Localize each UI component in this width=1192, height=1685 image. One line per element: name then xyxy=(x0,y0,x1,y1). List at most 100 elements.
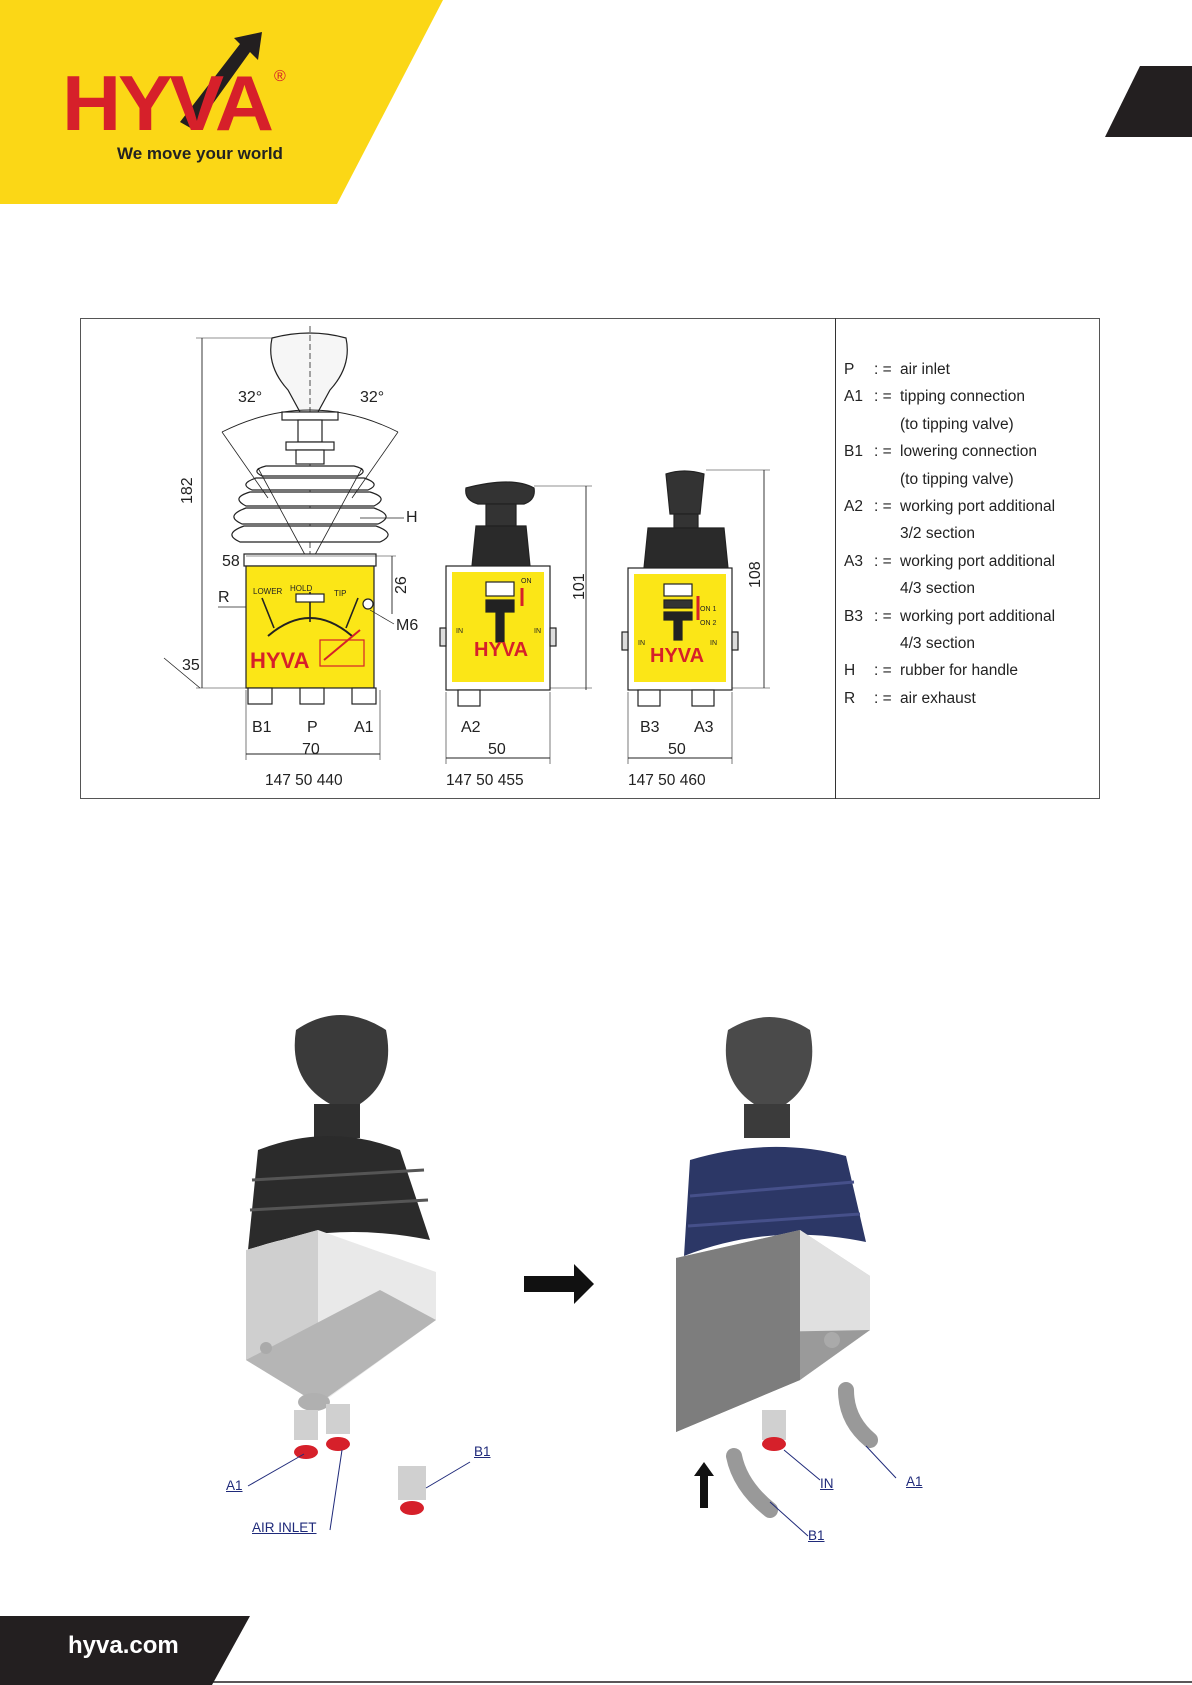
plate-tip-label: TIP xyxy=(334,589,347,598)
plate-in-right-label: IN xyxy=(534,628,541,635)
technical-drawing xyxy=(163,326,770,764)
plate-in-left-label: IN xyxy=(456,628,463,635)
legend-symbol: A3 xyxy=(844,552,863,570)
legend-symbol: B1 xyxy=(844,443,863,461)
legend-text: working port additional xyxy=(900,552,1056,570)
legend-symbol: A1 xyxy=(844,388,863,406)
legend-equals: : = xyxy=(874,443,892,461)
legend-equals: : = xyxy=(874,361,892,378)
angle-left-label: 32° xyxy=(238,389,263,406)
width-70-label: 70 xyxy=(302,741,320,758)
plate-on1-label: ON 1 xyxy=(700,606,717,613)
port-a3-label: A3 xyxy=(694,719,714,736)
legend-text: tipping connection xyxy=(900,388,1025,406)
legend-symbol: H xyxy=(844,662,856,680)
dim-26-label: 26 xyxy=(393,576,410,594)
legend-continuation: 4/3 section xyxy=(900,634,975,652)
legend-row: H : = rubber for handle xyxy=(844,657,1094,684)
callout-m6-label: M6 xyxy=(396,617,419,634)
legend-row: P : = air inlet xyxy=(844,356,1094,383)
photo-label-air-inlet: AIR INLET xyxy=(252,1520,317,1535)
legend-equals: : = xyxy=(874,689,892,707)
legend-row: A1 : = tipping connection xyxy=(844,383,1094,410)
legend-text: rubber for handle xyxy=(900,662,1019,680)
photo-label-a1-left: A1 xyxy=(226,1478,243,1493)
plate-logo-a2: HYVA xyxy=(474,639,529,661)
logo-tagline: We move your world xyxy=(117,144,283,163)
photo-label-in: IN xyxy=(820,1476,834,1491)
width-50-a2-label: 50 xyxy=(488,741,506,758)
header-background xyxy=(0,0,1192,204)
valve-photos xyxy=(246,1015,897,1537)
yellow-corner-shape xyxy=(0,0,443,204)
part-number-455: 147 50 455 xyxy=(446,772,524,789)
legend-row: A3 : = working port additional xyxy=(844,548,1094,575)
legend-symbol: B3 xyxy=(844,607,863,625)
port-a1-label: A1 xyxy=(354,719,374,736)
legend-equals: : = xyxy=(874,388,892,406)
port-a2-label: A2 xyxy=(461,719,481,736)
legend-text: working port additional xyxy=(900,497,1056,515)
height-182-label: 182 xyxy=(179,477,196,504)
callout-h-label: H xyxy=(406,509,418,526)
legend-continuation: (to tipping valve) xyxy=(900,470,1014,488)
plate-lower-label: LOWER xyxy=(253,587,283,596)
logo-arrow-icon xyxy=(180,32,262,130)
plate-logo-main: HYVA xyxy=(250,648,310,673)
footer-website-link[interactable]: hyva.com xyxy=(68,1632,179,1659)
legend-row: B3 : = working port additional xyxy=(844,603,1094,630)
legend-text: lowering connection xyxy=(900,443,1038,461)
legend-equals: : = xyxy=(874,607,892,625)
legend-continuation: 3/2 section xyxy=(900,525,975,543)
photo-label-b1-right: B1 xyxy=(808,1528,825,1543)
plate-logo-b3: HYVA xyxy=(650,645,705,667)
dim-108-label: 108 xyxy=(747,561,764,588)
direction-arrow-icon xyxy=(524,1264,594,1304)
logo-registered-mark: ® xyxy=(274,68,286,85)
photo-label-a1-right: A1 xyxy=(906,1474,923,1489)
footer-background xyxy=(0,1616,1192,1685)
valve-147-50-455-drawing xyxy=(439,481,592,764)
legend-row: B1 : = lowering connection xyxy=(844,438,1094,465)
legend-continuation: 4/3 section xyxy=(900,580,975,598)
callout-r-label: R xyxy=(218,589,230,606)
part-number-460: 147 50 460 xyxy=(628,772,706,789)
logo-wordmark: HYVA xyxy=(62,59,274,147)
legend-row: R : = air exhaust xyxy=(844,685,1094,712)
dim-58-label: 58 xyxy=(222,553,240,570)
angle-right-label: 32° xyxy=(360,389,385,406)
plate-on-label: ON xyxy=(521,578,532,585)
dark-corner-shape xyxy=(1105,66,1192,137)
plate-in-b3-left-label: IN xyxy=(638,640,645,647)
left-valve-photo xyxy=(246,1015,471,1531)
legend-equals: : = xyxy=(874,662,892,680)
legend-text: air inlet xyxy=(900,361,950,378)
plate-on2-label: ON 2 xyxy=(700,620,717,627)
drawing-divider xyxy=(835,318,836,799)
port-b3-label: B3 xyxy=(640,719,660,736)
valve-147-50-440-drawing xyxy=(163,326,404,760)
up-arrow-icon xyxy=(694,1462,714,1508)
legend-symbol: R xyxy=(844,689,856,707)
part-number-440: 147 50 440 xyxy=(265,772,343,789)
legend-row: A2 : = working port additional xyxy=(844,493,1094,520)
hyva-logo[interactable]: HYVA ® We move your world xyxy=(62,30,302,170)
photo-label-b1-left: B1 xyxy=(474,1444,491,1459)
right-valve-photo xyxy=(676,1017,897,1537)
legend-text: air exhaust xyxy=(900,689,976,707)
port-b1-label: B1 xyxy=(252,719,272,736)
plate-hold-label: HOLD xyxy=(290,584,313,593)
port-p-label: P xyxy=(307,719,318,736)
legend-text: working port additional xyxy=(900,607,1056,625)
legend-equals: : = xyxy=(874,552,892,570)
dim-101-label: 101 xyxy=(571,573,588,600)
dim-35-label: 35 xyxy=(182,657,200,674)
legend-symbol: P xyxy=(844,361,855,378)
legend-equals: : = xyxy=(874,497,892,515)
legend-symbol: A2 xyxy=(844,497,863,515)
plate-in-b3-right-label: IN xyxy=(710,640,717,647)
valve-147-50-460-drawing xyxy=(621,469,770,764)
width-50-b3-label: 50 xyxy=(668,741,686,758)
legend-continuation: (to tipping valve) xyxy=(900,415,1014,433)
